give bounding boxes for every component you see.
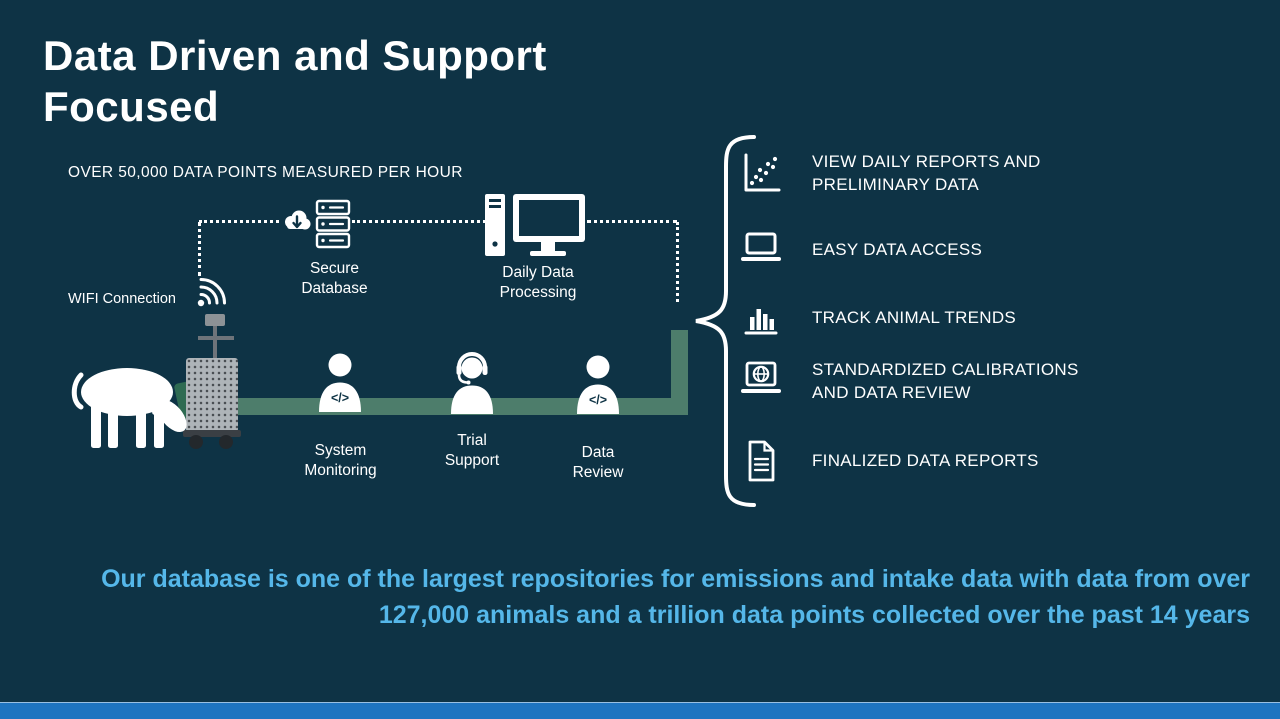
laptop-icon xyxy=(741,232,781,261)
computer-icon xyxy=(485,194,585,256)
secure-database-label: Secure Database xyxy=(301,260,368,298)
bottom-accent-bar xyxy=(0,702,1280,719)
code-glyph: </> xyxy=(589,393,607,407)
green-flow-bar-vertical xyxy=(671,330,688,402)
benefit-label: STANDARDIZED CALIBRATIONS AND DATA REVIE… xyxy=(812,360,1079,403)
server-stack-icon xyxy=(315,199,351,249)
machine-body xyxy=(186,358,238,432)
benefit-label: EASY DATA ACCESS xyxy=(812,240,983,260)
wifi-icon xyxy=(197,278,226,307)
role-label: System Monitoring xyxy=(304,442,377,480)
dotted-connector xyxy=(676,222,679,302)
dotted-connector xyxy=(587,220,677,223)
curly-brace xyxy=(695,135,756,507)
benefit-row: STANDARDIZED CALIBRATIONS AND DATA REVIE… xyxy=(738,358,1112,405)
machine-crossbar xyxy=(198,336,234,340)
person-code-icon: </> xyxy=(319,353,361,412)
page-title: Data Driven and Support Focused xyxy=(43,32,547,131)
code-glyph: </> xyxy=(331,391,349,405)
machine-base xyxy=(183,430,241,437)
laptop-globe-icon xyxy=(741,362,781,394)
dotted-connector xyxy=(199,220,279,223)
dotted-connector xyxy=(352,220,486,223)
bar-chart-icon xyxy=(744,309,778,335)
cloud-sync-icon xyxy=(285,210,311,230)
cow-illustration xyxy=(71,368,187,448)
benefit-label: VIEW DAILY REPORTS AND PRELIMINARY DATA xyxy=(812,152,1041,195)
benefit-label: TRACK ANIMAL TRENDS xyxy=(812,308,1017,328)
daily-data-processing-label: Daily Data Processing xyxy=(499,264,577,302)
person-code-icon: </> xyxy=(577,355,619,414)
benefit-row: TRACK ANIMAL TRENDS xyxy=(738,295,1112,341)
benefit-row: VIEW DAILY REPORTS AND PRELIMINARY DATA xyxy=(738,150,1112,197)
machine-wheel xyxy=(189,435,203,449)
document-icon xyxy=(748,440,775,482)
role-label: Data Review xyxy=(572,444,624,482)
subtitle: OVER 50,000 DATA POINTS MEASURED PER HOU… xyxy=(68,164,463,181)
scatter-chart-icon xyxy=(744,153,781,192)
machine-wheel xyxy=(219,435,233,449)
benefit-row: EASY DATA ACCESS xyxy=(738,227,1112,273)
machine-pole xyxy=(213,326,217,362)
role-label: Trial Support xyxy=(444,432,500,470)
dotted-connector xyxy=(198,222,201,276)
machine-head-unit xyxy=(205,314,225,326)
benefit-row: FINALIZED DATA REPORTS xyxy=(738,438,1112,484)
footer-text: Our database is one of the largest repos… xyxy=(101,565,1250,629)
benefit-label: FINALIZED DATA REPORTS xyxy=(812,451,1039,471)
wifi-label: WIFI Connection xyxy=(68,291,176,307)
person-headset-icon xyxy=(451,352,493,414)
